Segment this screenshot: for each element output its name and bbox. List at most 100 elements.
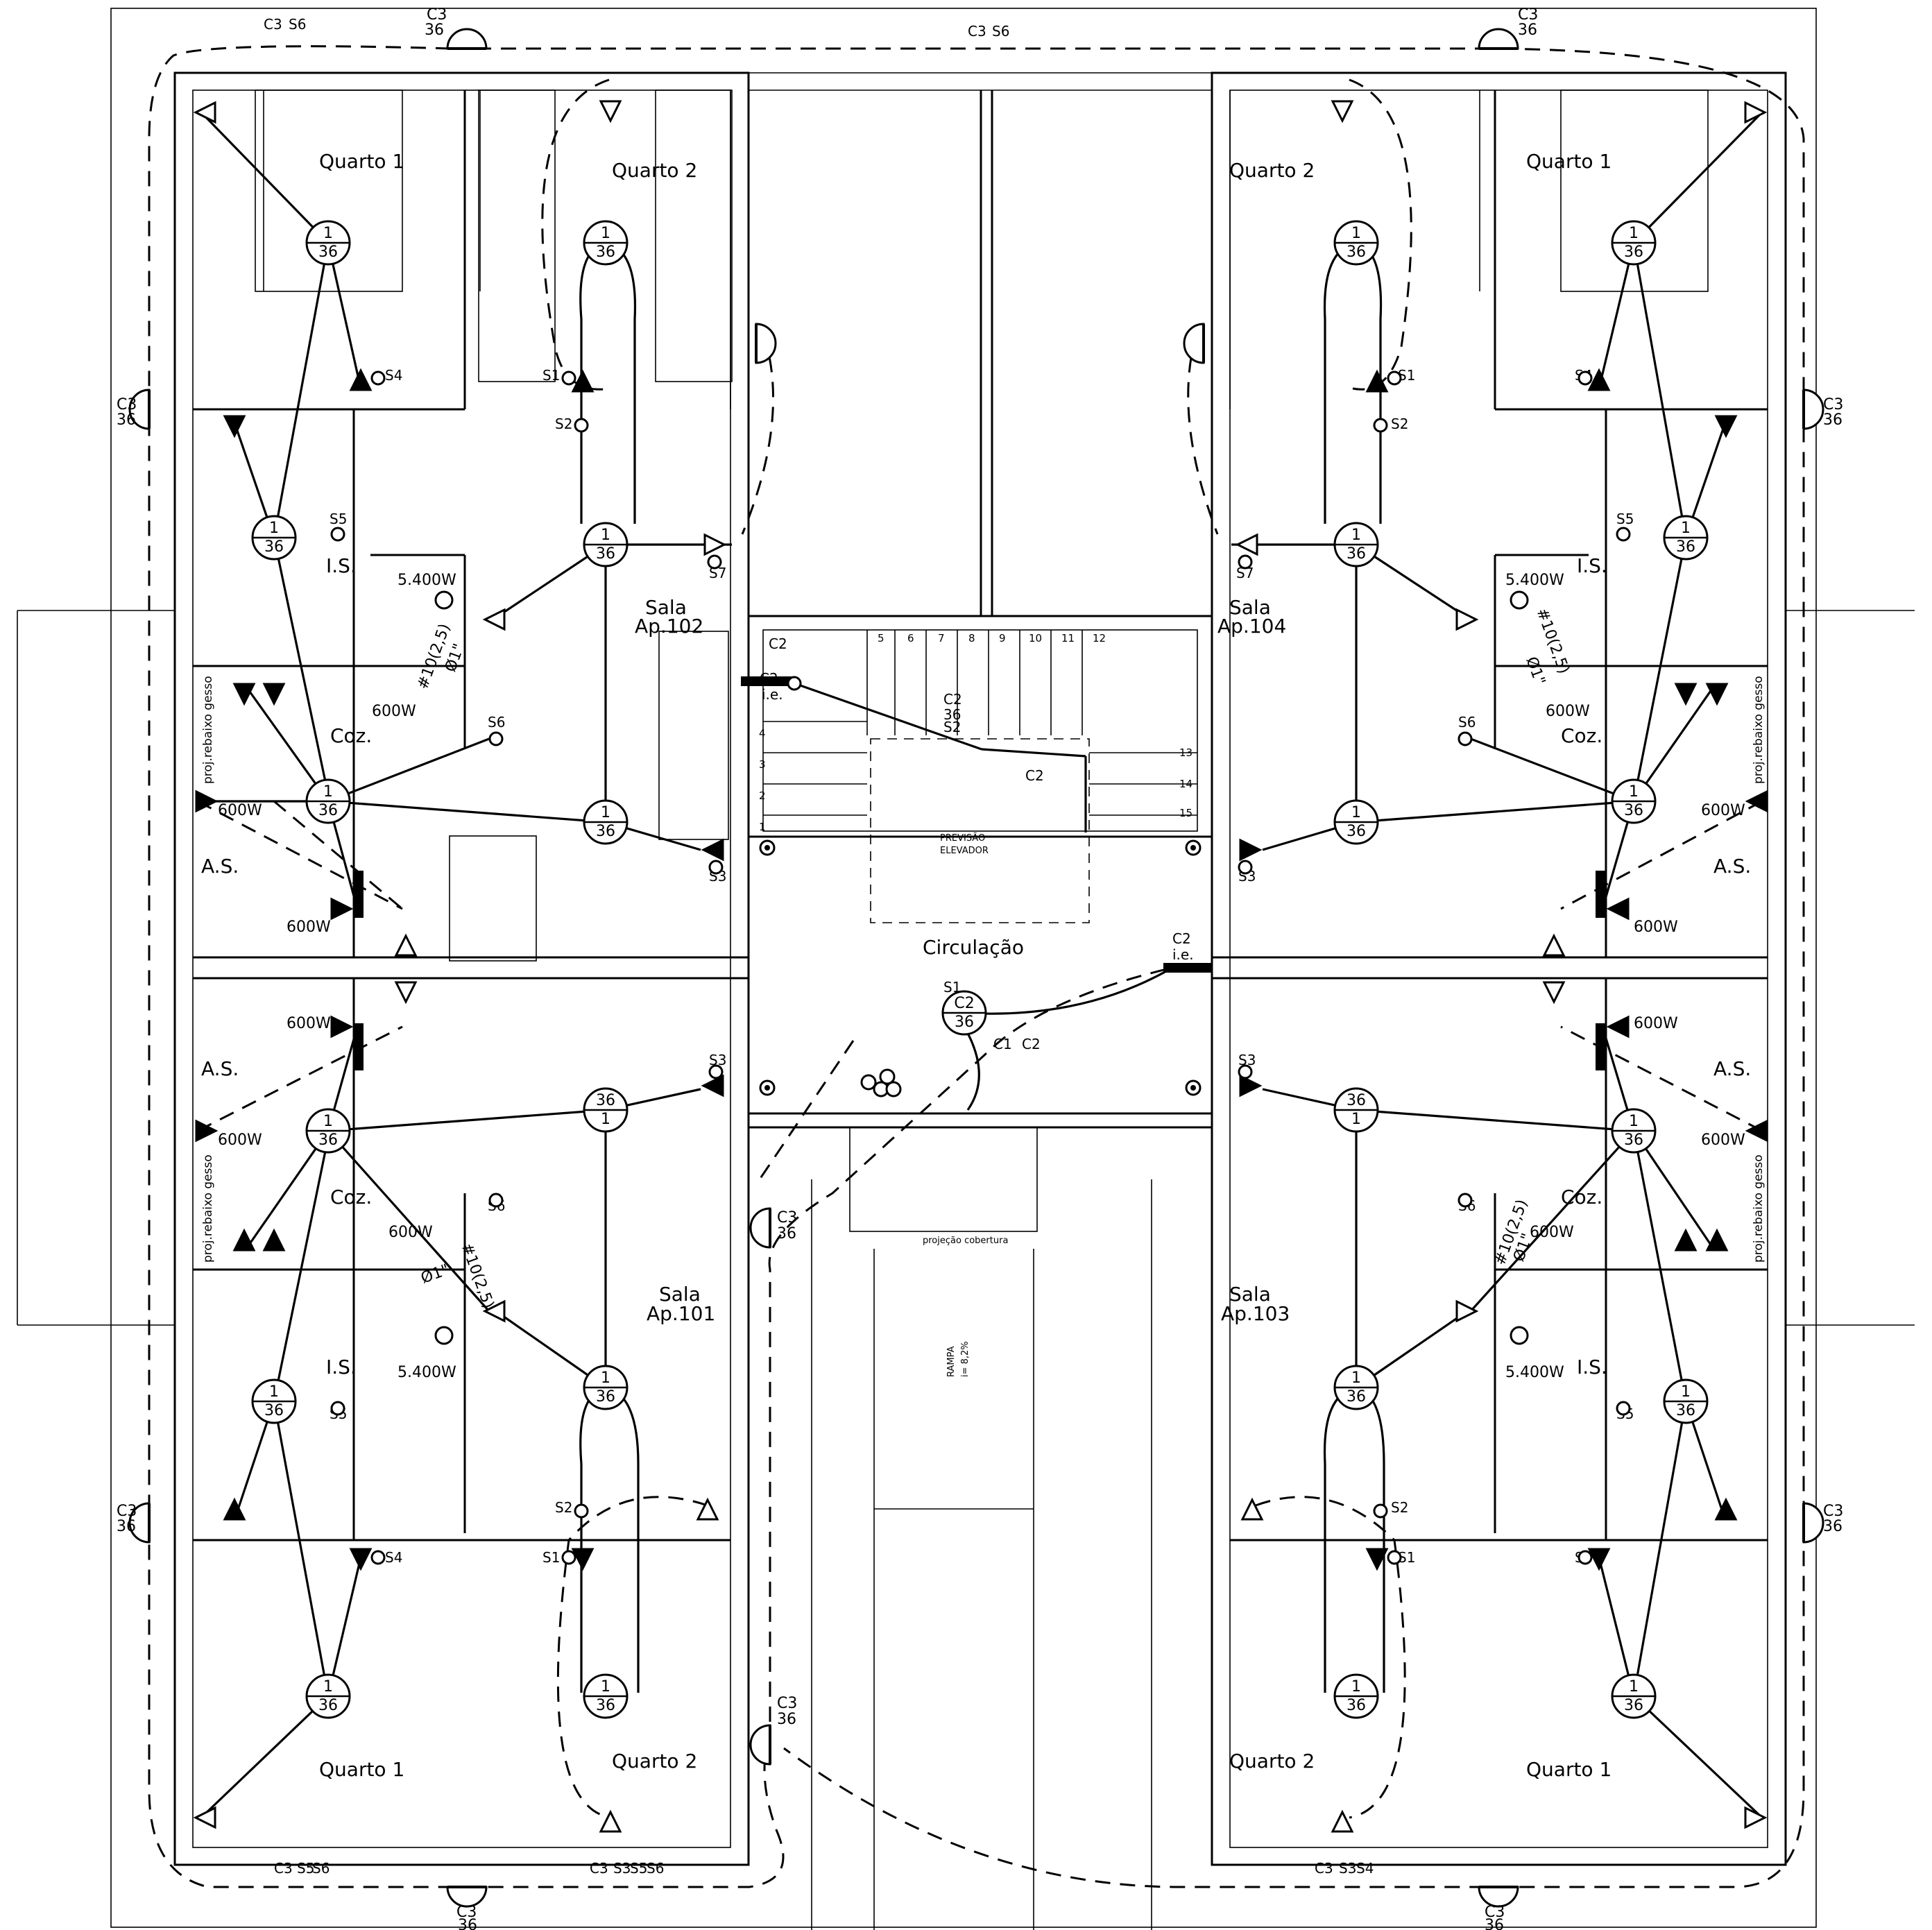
svg-text:1: 1 [601, 1369, 610, 1387]
circuit-tag: S6 [1458, 714, 1476, 731]
lamp-ap102-q2: 136 [583, 220, 629, 266]
wall-lamp-circuit: C3 [1823, 1503, 1843, 1520]
lamp-ap101-q1: 136 [305, 1673, 351, 1719]
lamp-ap104-coz: 136 [1611, 778, 1657, 824]
stair-number: 11 [1061, 632, 1075, 644]
stair-number: 3 [759, 758, 766, 771]
ap101-coz-label: Coz. [330, 1186, 372, 1209]
outlet-power: 600W [218, 1131, 262, 1149]
circuit-tag: S6 [647, 1860, 664, 1877]
ap103-coz-label: Coz. [1561, 1186, 1602, 1209]
svg-text:36: 36 [1347, 1388, 1366, 1406]
svg-text:1: 1 [601, 527, 610, 544]
svg-text:1: 1 [601, 225, 610, 242]
ap101-as-label: A.S. [201, 1057, 239, 1080]
svg-text:36: 36 [318, 802, 338, 819]
svg-text:36: 36 [596, 244, 615, 261]
circuit-tag: C3 [264, 16, 282, 33]
common-c3-circuit [148, 45, 1805, 1888]
svg-text:1: 1 [269, 520, 279, 537]
svg-text:1: 1 [1681, 520, 1691, 537]
ap104-ap-label: Ap.104 [1217, 615, 1286, 638]
ap103-sala-label: Sala [1229, 1283, 1271, 1306]
svg-text:36: 36 [264, 1402, 284, 1419]
lamp-ap103-sala: 361 [1333, 1087, 1379, 1133]
wall-lamp-power: 36 [1823, 411, 1843, 429]
lamp-ap104-q1: 136 [1611, 220, 1657, 266]
wall-lamp-power: 36 [777, 1225, 796, 1242]
svg-text:36: 36 [1624, 1697, 1643, 1714]
stair-number: 5 [878, 632, 884, 644]
lamp-ap102-q1: 136 [305, 220, 351, 266]
circuit-tag: S6 [488, 714, 505, 731]
stair-number: 4 [759, 727, 766, 740]
ap104-is-label: I.S. [1577, 554, 1607, 577]
circuit-tag: C3 [968, 23, 986, 40]
circuit-tag: S2 [555, 416, 572, 432]
gesso-label: proj.rebaixo gesso [1752, 1154, 1766, 1263]
stair-number: 15 [1179, 807, 1192, 819]
wires-circulation [794, 682, 1173, 1111]
svg-text:1: 1 [601, 804, 610, 821]
svg-text:36: 36 [1347, 1092, 1366, 1109]
dashed-accents [197, 78, 1763, 1819]
circuit-tag: 36 [943, 706, 961, 723]
wall-lamp-core [749, 1207, 771, 1249]
lamp-ap102-is: 136 [251, 515, 297, 561]
outlet-power: 600W [1701, 802, 1745, 819]
ap102-as-label: A.S. [201, 855, 239, 878]
circuit-tag: S3 [1339, 1860, 1356, 1877]
wall-lamp-q2-ap101 [749, 1724, 771, 1766]
circuit-tag: S2 [1391, 1499, 1408, 1516]
circuit-tag: C2 [769, 635, 787, 652]
lamp-ap104-q2: 136 [1333, 220, 1379, 266]
svg-text:1: 1 [1681, 1383, 1691, 1401]
ap103-quarto1-label: Quarto 1 [1526, 1758, 1612, 1781]
svg-text:36: 36 [318, 1131, 338, 1149]
svg-text:1: 1 [323, 1113, 333, 1130]
svg-text:36: 36 [955, 1014, 974, 1031]
outlet-power: 600W [1546, 703, 1590, 720]
outlet-power: 600W [1634, 919, 1678, 936]
ap103-as-label: A.S. [1713, 1057, 1751, 1080]
circuit-tag: C3 [274, 1860, 293, 1877]
lamp-ap101-sala: 361 [583, 1087, 629, 1133]
wall-lamp-circuit: C3 [456, 1904, 477, 1921]
svg-text:1: 1 [1629, 783, 1639, 801]
ap102-is-label: I.S. [326, 554, 357, 577]
circuit-tag: S2 [555, 1499, 572, 1516]
wall-lamp-q2-ap102 [755, 323, 777, 364]
wall-lamp-circuit: C3 [1823, 396, 1843, 413]
outlet-power: 600W [1701, 1131, 1745, 1149]
circuit-tag: S5 [330, 511, 347, 527]
lamp-ap102-sala: 136 [583, 799, 629, 845]
elevador-line1: PREVISÃO [940, 832, 985, 844]
core-labels: PREVISÃO ELEVADOR projeção cobertura RAM… [923, 832, 1008, 1377]
svg-text:36: 36 [318, 1697, 338, 1714]
wall-lamp-power: 36 [425, 22, 444, 39]
circuit-tag: S4 [385, 1549, 402, 1566]
ap102-quarto2-label: Quarto 2 [612, 159, 697, 182]
circuit-tag: C3 [590, 1860, 608, 1877]
stair-number: 8 [968, 632, 975, 644]
lamp-ap104-sala-top: 136 [1333, 522, 1379, 567]
outlet-power: 600W [287, 1015, 331, 1032]
rampa-slope: i= 8,2% [960, 1341, 971, 1377]
lamp-ap103-q2: 136 [1333, 1673, 1379, 1719]
svg-text:36: 36 [596, 545, 615, 563]
svg-text:36: 36 [596, 1388, 615, 1406]
rampa-label: RAMPA [946, 1346, 957, 1377]
ap104-quarto1-label: Quarto 1 [1526, 150, 1612, 173]
svg-text:1: 1 [323, 1678, 333, 1696]
shower-points [354, 590, 1605, 1345]
ap102-sala-label: Sala [645, 596, 687, 619]
stair-number: 12 [1093, 632, 1106, 644]
circuit-tag: S6 [312, 1860, 330, 1877]
stair-number: 9 [999, 632, 1006, 644]
cable-spec: #10(2,5) [457, 1241, 497, 1311]
stair-steps [763, 630, 1197, 816]
lamp-ap103-coz: 136 [1611, 1108, 1657, 1154]
stair-number: 1 [759, 821, 766, 833]
